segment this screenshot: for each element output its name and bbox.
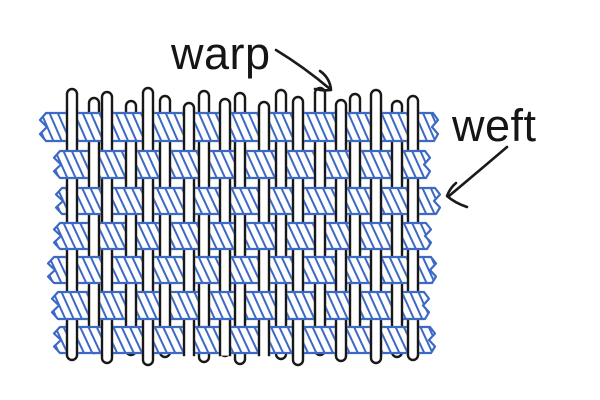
- warp-over-weft: [65, 253, 420, 287]
- weft-thread: [52, 221, 433, 251]
- warp-over-weft: [87, 147, 404, 182]
- weft-thread: [52, 149, 432, 180]
- warp-over-weft: [65, 109, 420, 145]
- warp-arrowhead: [313, 69, 333, 92]
- warp-over-weft: [87, 288, 404, 323]
- warp-label: warp: [171, 28, 271, 79]
- weft-arrowhead: [445, 181, 469, 209]
- warp-over-weft: [65, 184, 420, 218]
- warp-arrow: [274, 48, 332, 91]
- warp-over-weft: [65, 323, 420, 357]
- warp-over-weft: [87, 219, 404, 253]
- weft-label: weft: [452, 100, 537, 151]
- weft-arrow: [447, 145, 509, 198]
- weft-hatching: [52, 292, 429, 319]
- annotation-arrows: [274, 48, 509, 209]
- weft-thread: [38, 111, 440, 143]
